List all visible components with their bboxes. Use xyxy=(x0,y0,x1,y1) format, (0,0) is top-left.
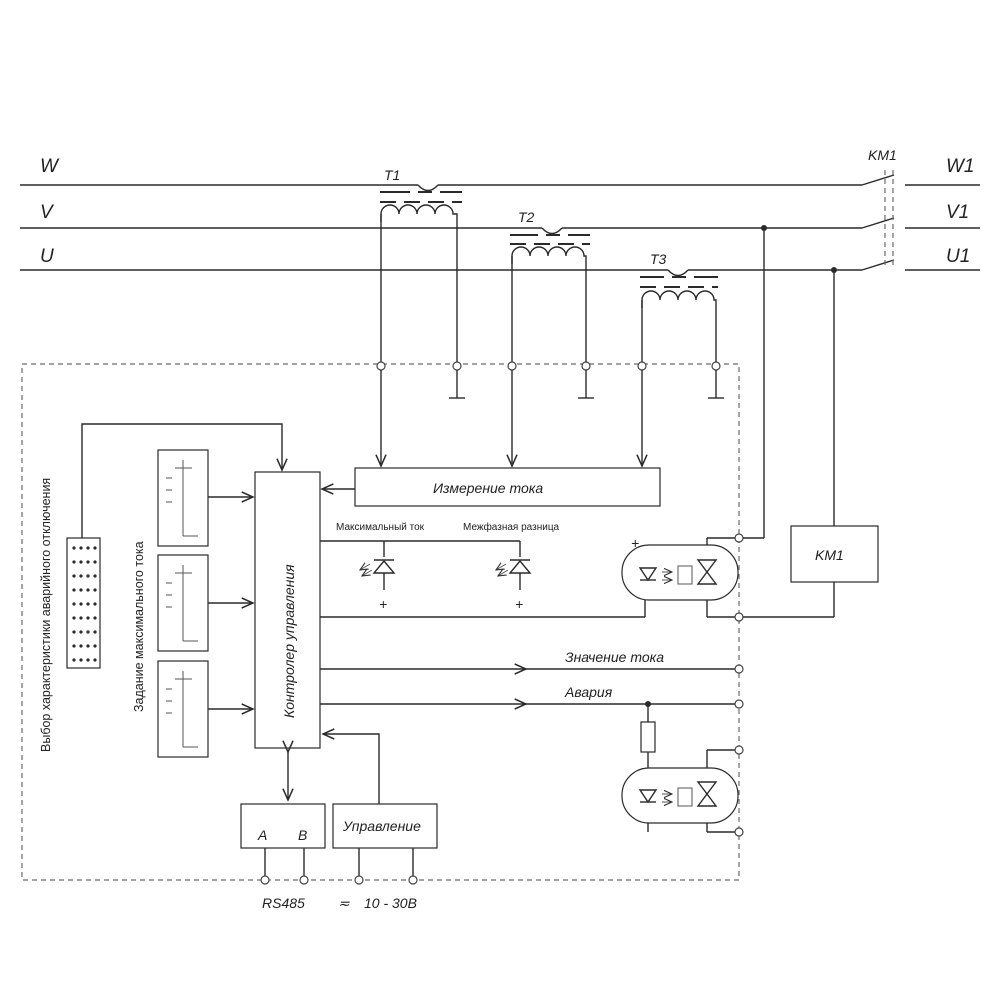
alarm-label: Авария xyxy=(564,684,613,700)
transformer-t2-label: T2 xyxy=(518,209,535,225)
led-phase-difference xyxy=(384,540,532,590)
svg-text:+: + xyxy=(631,535,639,551)
max-current-switches xyxy=(157,449,253,758)
current-measure-block xyxy=(354,467,661,507)
trip-characteristic-label: Выбор характеристики аварийного отключен… xyxy=(39,478,53,752)
current-value-output xyxy=(320,665,744,673)
relay-km1-drive: + xyxy=(320,533,744,622)
relay-alarm xyxy=(621,745,744,837)
phase-w-label: W xyxy=(40,156,60,177)
control-block xyxy=(332,803,438,849)
max-current-setting-label: Задание максимального тока xyxy=(132,541,146,712)
phase-v-label: V xyxy=(40,202,55,223)
led-phase-difference-plus: + xyxy=(515,596,523,612)
phase-v1-label: V1 xyxy=(946,202,969,223)
transformer-t2 xyxy=(510,234,590,366)
control-label: Управление xyxy=(342,818,421,834)
transformer-t3-label: T3 xyxy=(650,251,667,267)
transformer-terminals xyxy=(377,361,724,466)
km1-coil-label: KM1 xyxy=(815,547,844,563)
rs485-label: RS485 xyxy=(262,895,305,911)
control-wiring xyxy=(323,734,418,885)
km1-wiring xyxy=(743,225,837,618)
led-phase-difference-label: Межфазная разница xyxy=(463,521,560,533)
alarm-output xyxy=(320,700,744,768)
device-boundary xyxy=(21,363,740,881)
led-max-current-label: Максимальный ток xyxy=(336,522,425,533)
rs485-block xyxy=(240,803,326,849)
transformer-t1 xyxy=(380,191,462,366)
km1-coil xyxy=(790,525,879,583)
contactor-contacts xyxy=(861,170,895,271)
supply-symbol: ≂ xyxy=(338,895,350,911)
rs485-terminals xyxy=(260,848,309,885)
led-max-current xyxy=(320,540,396,590)
phase-u1-label: U1 xyxy=(946,246,970,267)
contactor-top-label: KM1 xyxy=(868,147,897,163)
port-a-label: A xyxy=(257,827,267,843)
port-b-label: B xyxy=(298,827,307,843)
trip-selector xyxy=(66,423,282,669)
phase-w1-label: W1 xyxy=(946,156,975,177)
supply-label: 10 - 30В xyxy=(364,895,417,911)
led-max-current-plus: + xyxy=(379,596,387,612)
phase-u-label: U xyxy=(40,246,54,267)
current-value-label: Значение тока xyxy=(565,649,664,665)
transformer-t3 xyxy=(640,276,718,366)
controller-block xyxy=(254,471,321,749)
transformer-t1-label: T1 xyxy=(384,167,400,183)
phase-lines xyxy=(20,184,980,277)
current-measure-label: Измерение тока xyxy=(433,480,543,496)
controller-label: Контролер управления xyxy=(281,564,297,718)
